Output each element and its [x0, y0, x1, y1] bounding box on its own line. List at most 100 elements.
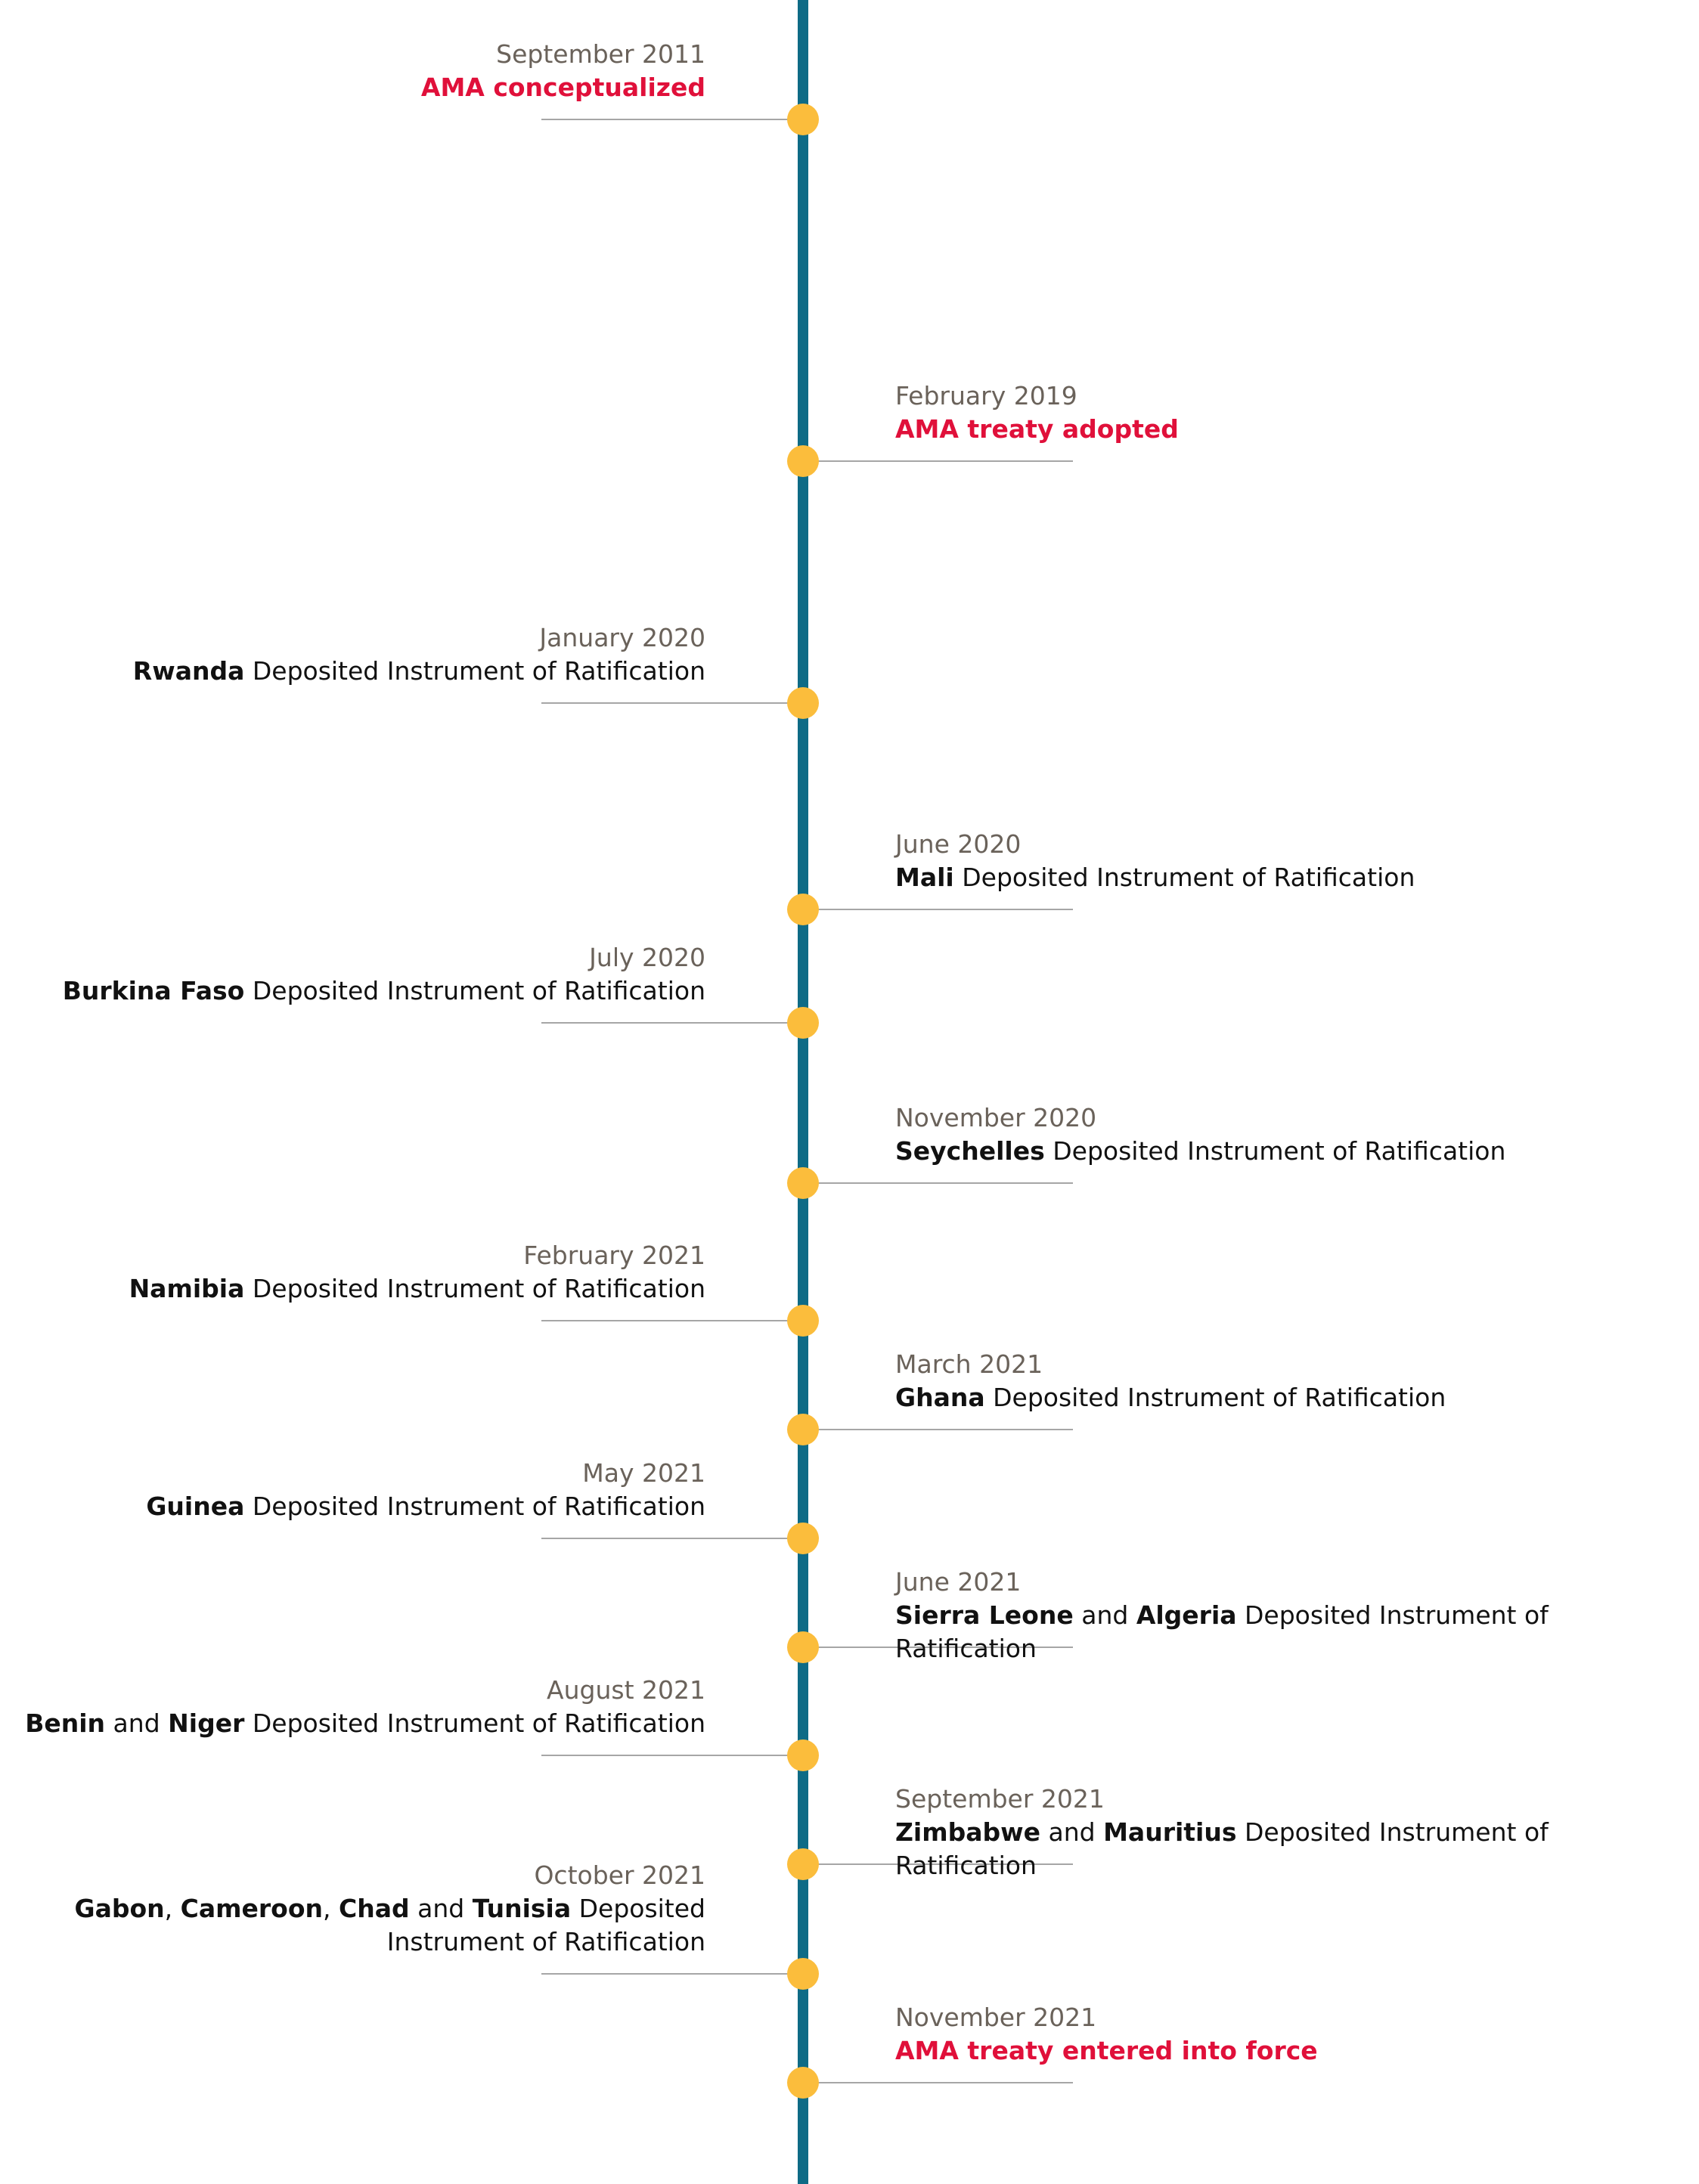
- event-label: February 2019 AMA treaty adopted: [895, 379, 1682, 446]
- event-label: May 2021 Guinea Deposited Instrument of …: [25, 1457, 705, 1523]
- event-marker: [787, 1167, 819, 1199]
- description-text: ,: [323, 1894, 339, 1923]
- description-text: Deposited Instrument of Ratification: [244, 656, 705, 686]
- event-description: Mali Deposited Instrument of Ratificatio…: [895, 861, 1682, 894]
- event-label: June 2021 Sierra Leone and Algeria Depos…: [895, 1566, 1682, 1665]
- event-date: August 2021: [547, 1675, 705, 1705]
- description-text: Deposited Instrument of Ratification: [244, 1492, 705, 1521]
- country-name: Tunisia: [472, 1894, 572, 1923]
- event-date: June 2020: [895, 829, 1022, 859]
- event-date: February 2019: [895, 381, 1077, 410]
- description-text: AMA treaty entered into force: [895, 2036, 1318, 2065]
- event-date: March 2021: [895, 1349, 1043, 1379]
- event-date: September 2021: [895, 1784, 1105, 1814]
- event-connector: [804, 2082, 1073, 2083]
- event-marker: [787, 1848, 819, 1880]
- event-date: May 2021: [582, 1458, 705, 1488]
- event-marker: [787, 1631, 819, 1663]
- event-connector: [804, 1182, 1073, 1184]
- description-text: AMA treaty adopted: [895, 414, 1179, 444]
- event-label: February 2021 Namibia Deposited Instrume…: [25, 1239, 705, 1306]
- timeline-event-11: August 2021 Benin and Niger Deposited In…: [0, 1675, 1699, 1771]
- event-description: Sierra Leone and Algeria Deposited Instr…: [895, 1599, 1682, 1665]
- country-name: Namibia: [129, 1274, 245, 1303]
- timeline-event-9: May 2021 Guinea Deposited Instrument of …: [0, 1458, 1699, 1554]
- description-text: Deposited Instrument of Ratification: [244, 1274, 705, 1303]
- event-marker: [787, 1414, 819, 1445]
- country-name: Sierra Leone: [895, 1600, 1074, 1630]
- country-name: Gabon: [74, 1894, 165, 1923]
- country-name: Seychelles: [895, 1136, 1045, 1166]
- description-text: Deposited Instrument of Ratification: [244, 976, 705, 1005]
- country-name: Chad: [339, 1894, 410, 1923]
- event-date: November 2021: [895, 2003, 1097, 2032]
- event-marker: [787, 1007, 819, 1039]
- event-connector: [541, 1755, 802, 1756]
- event-marker: [787, 1305, 819, 1337]
- timeline-event-4: June 2020 Mali Deposited Instrument of R…: [0, 829, 1699, 925]
- timeline-event-6: November 2020 Seychelles Deposited Instr…: [0, 1103, 1699, 1199]
- event-marker: [787, 894, 819, 925]
- event-connector: [541, 702, 802, 704]
- event-connector: [804, 1863, 1073, 1865]
- country-name: Guinea: [146, 1492, 245, 1521]
- country-name: Cameroon: [180, 1894, 324, 1923]
- event-marker: [787, 445, 819, 477]
- country-name: Burkina Faso: [62, 976, 245, 1005]
- event-connector: [541, 1973, 802, 1975]
- description-text: Deposited Instrument of Ratification: [984, 1383, 1446, 1412]
- country-name: Rwanda: [132, 656, 245, 686]
- description-text: and: [1073, 1600, 1136, 1630]
- event-connector: [541, 119, 802, 120]
- description-text: and: [409, 1894, 473, 1923]
- country-name: Zimbabwe: [895, 1817, 1041, 1847]
- event-connector: [804, 909, 1073, 910]
- timeline-event-1: September 2011 AMA conceptualized: [0, 39, 1699, 135]
- event-description: AMA treaty adopted: [895, 413, 1682, 446]
- event-description: Guinea Deposited Instrument of Ratificat…: [25, 1490, 705, 1523]
- event-description: Benin and Niger Deposited Instrument of …: [25, 1707, 705, 1740]
- event-description: Seychelles Deposited Instrument of Ratif…: [895, 1135, 1682, 1168]
- event-description: Ghana Deposited Instrument of Ratificati…: [895, 1381, 1682, 1414]
- event-label: March 2021 Ghana Deposited Instrument of…: [895, 1348, 1682, 1414]
- event-connector: [804, 460, 1073, 462]
- event-date: October 2021: [534, 1860, 705, 1890]
- event-connector: [804, 1647, 1073, 1648]
- event-label: September 2011 AMA conceptualized: [25, 38, 705, 104]
- event-label: November 2021 AMA treaty entered into fo…: [895, 2001, 1682, 2068]
- event-date: February 2021: [523, 1241, 705, 1270]
- country-name: Algeria: [1136, 1600, 1237, 1630]
- timeline-event-2: February 2019 AMA treaty adopted: [0, 381, 1699, 477]
- event-date: June 2021: [895, 1567, 1022, 1597]
- event-marker: [787, 1523, 819, 1554]
- description-text: and: [1040, 1817, 1104, 1847]
- event-label: August 2021 Benin and Niger Deposited In…: [25, 1674, 705, 1740]
- description-text: Deposited Instrument of Ratification: [386, 1894, 705, 1956]
- country-name: Ghana: [895, 1383, 985, 1412]
- event-label: November 2020 Seychelles Deposited Instr…: [895, 1101, 1682, 1168]
- event-label: June 2020 Mali Deposited Instrument of R…: [895, 828, 1682, 894]
- description-text: Deposited Instrument of Ratification: [895, 1600, 1557, 1663]
- country-name: Benin: [25, 1708, 106, 1738]
- event-date: November 2020: [895, 1103, 1097, 1132]
- event-marker: [787, 104, 819, 135]
- timeline-event-10: June 2021 Sierra Leone and Algeria Depos…: [0, 1567, 1699, 1663]
- event-description: Zimbabwe and Mauritius Deposited Instrum…: [895, 1816, 1682, 1882]
- event-label: October 2021 Gabon, Cameroon, Chad and T…: [25, 1859, 705, 1959]
- timeline-event-12: September 2021 Zimbabwe and Mauritius De…: [0, 1784, 1699, 1880]
- event-marker: [787, 1958, 819, 1990]
- timeline-event-3: January 2020 Rwanda Deposited Instrument…: [0, 623, 1699, 719]
- description-text: ,: [164, 1894, 181, 1923]
- event-marker: [787, 1739, 819, 1771]
- event-label: July 2020 Burkina Faso Deposited Instrum…: [25, 941, 705, 1008]
- event-connector: [541, 1320, 802, 1321]
- country-name: Mali: [895, 863, 954, 892]
- country-name: Niger: [168, 1708, 245, 1738]
- timeline-event-5: July 2020 Burkina Faso Deposited Instrum…: [0, 943, 1699, 1039]
- description-text: Deposited Instrument of Ratification: [1044, 1136, 1506, 1166]
- event-description: Gabon, Cameroon, Chad and Tunisia Deposi…: [25, 1892, 705, 1959]
- event-description: Rwanda Deposited Instrument of Ratificat…: [25, 655, 705, 688]
- event-connector: [541, 1022, 802, 1024]
- timeline-event-13: October 2021 Gabon, Cameroon, Chad and T…: [0, 1860, 1699, 1990]
